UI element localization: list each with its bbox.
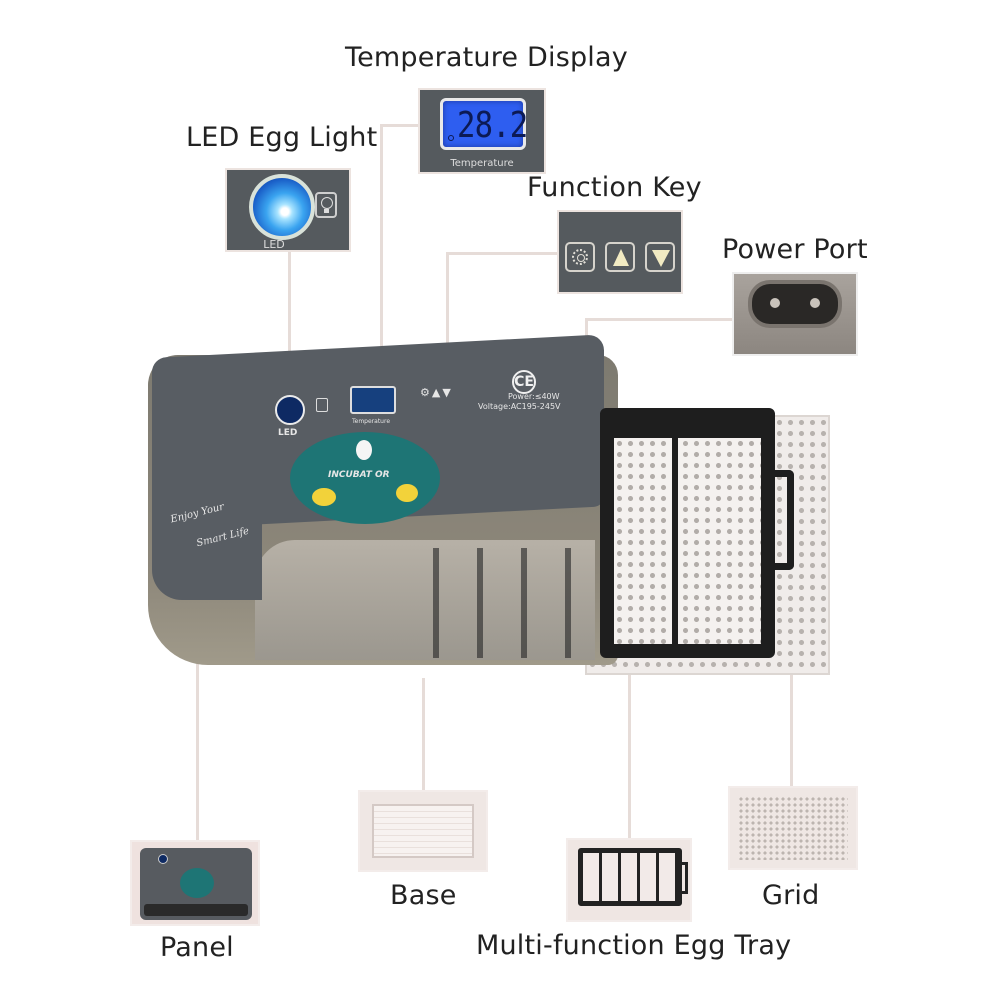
voltage-spec: Voltage:AC195-245V [478,402,561,411]
leader-line-base [422,678,425,792]
arrow-down-icon [652,250,670,267]
egg-tray-handle [772,470,794,570]
function-key-callout [557,210,683,294]
up-key [605,242,635,272]
incubator-logo: INCUBAT OR [290,432,440,524]
power-spec: Power:≤40W [508,392,560,401]
leader-line-grid [790,662,793,790]
degree-icon [448,135,454,141]
panel-bulb-icon [316,398,328,412]
logo-text: INCUBAT OR [328,470,390,480]
base-photo [358,790,488,872]
temperature-caption: Temperature [450,158,514,169]
egg-tray-photo [566,838,692,922]
egg-tray-divider [672,436,678,646]
ce-mark: CE [512,370,536,394]
panel-led-caption: LED [278,428,298,438]
label-function-key: Function Key [527,172,702,203]
gear-icon [572,249,588,265]
egg-tray-photo-body [578,848,682,906]
egg-tray-in-device [600,408,775,658]
label-multi-function-egg-tray: Multi-function Egg Tray [476,930,792,961]
control-panel-curve [152,520,262,600]
hatching-egg-icon [312,488,336,506]
panel-photo-led [158,854,168,864]
panel-function-keys: ⚙▲▼ [420,386,453,399]
lcd-screen: 28.2 [440,98,528,150]
led-caption: LED [263,238,285,251]
panel-lcd [350,386,396,414]
c7-socket-icon [752,284,838,324]
label-power-port: Power Port [722,234,868,265]
hatching-egg-icon [396,484,418,502]
label-panel: Panel [160,932,234,963]
label-grid: Grid [762,880,820,911]
settings-key [565,242,595,272]
grid-photo [728,786,858,870]
egg-tray-photo-handle [680,862,688,894]
power-port-callout [732,272,858,356]
panel-photo-body [140,848,252,920]
label-led-egg-light: LED Egg Light [186,122,378,153]
down-key [645,242,675,272]
leader-line-function-key [446,252,449,388]
led-light-icon [249,174,315,240]
leader-line-temperature [380,124,420,127]
leader-line-egg-tray [628,656,631,838]
panel-photo-window [144,904,248,916]
incubator-window-tray-bars [395,548,595,658]
egg-icon [356,440,372,460]
led-egg-light-callout: LED [225,168,351,252]
temperature-reading: 28.2 [457,105,528,146]
base-photo-inner [372,804,474,858]
panel-photo-logo [180,868,214,898]
leader-line-function-key [446,252,558,255]
panel-temperature-caption: Temperature [352,418,391,425]
panel-photo [130,840,260,926]
label-base: Base [390,880,457,911]
panel-led-button [275,395,305,425]
temperature-display-callout: 28.2 Temperature [418,88,546,174]
label-temperature-display: Temperature Display [345,42,628,73]
leader-line-power-port [585,318,733,321]
arrow-up-icon [613,249,629,266]
grid-photo-inner [738,796,848,860]
leader-line-panel [196,664,199,844]
light-bulb-icon [315,192,337,218]
leader-line-temperature [380,124,383,388]
leader-line-led [288,252,291,398]
